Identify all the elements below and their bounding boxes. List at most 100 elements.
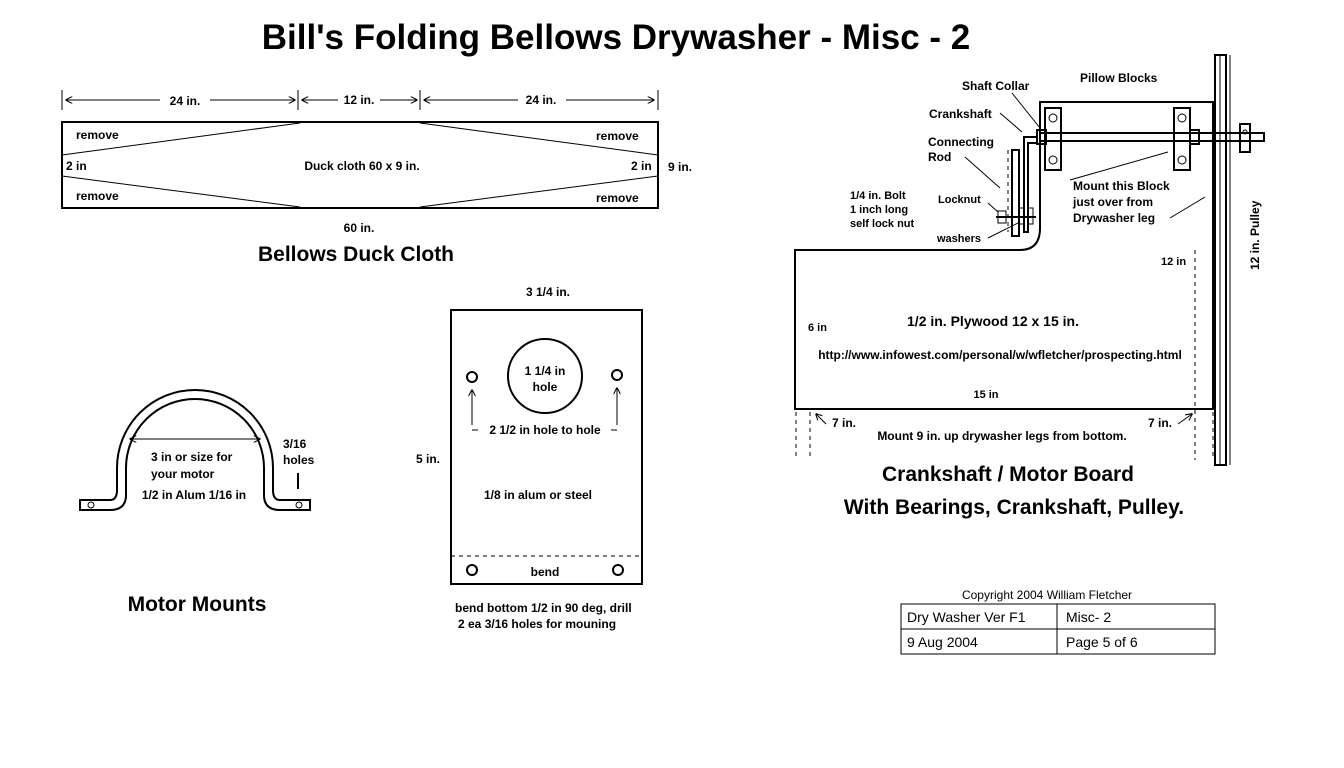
motor-board-outline: [794, 101, 1214, 410]
plate-note: 2 ea 3/16 holes for mouning: [458, 617, 616, 631]
page-title: Bill's Folding Bellows Drywasher - Misc …: [262, 18, 970, 57]
holes-label: holes: [283, 453, 315, 467]
dim-12in-label: 12 in: [1161, 256, 1186, 268]
remove-label: remove: [76, 189, 119, 203]
plate-width-label: 3 1/4 in.: [526, 285, 570, 299]
dim-left-label: 24 in.: [170, 94, 201, 108]
bellows-caption: Bellows Duck Cloth: [258, 243, 454, 266]
bellows-diagram: 24 in. 12 in. 24 in. remove remove remov…: [61, 90, 692, 266]
title-block: Copyright 2004 William Fletcher Dry Wash…: [900, 588, 1216, 655]
cloth-outline: [61, 121, 659, 209]
washers-label: washers: [936, 233, 981, 245]
remove-label: remove: [596, 191, 639, 205]
mount-strap: [79, 389, 311, 511]
mounting-plate-diagram: 3 1/4 in. 5 in. 1 1/4 in hole 2 1/2 in h…: [416, 285, 643, 631]
holes-label: 3/16: [283, 437, 307, 451]
date-cell: 9 Aug 2004: [907, 634, 978, 650]
sheet-name-cell: Misc- 2: [1066, 609, 1111, 625]
locknut-label: Locknut: [938, 194, 981, 206]
connecting-rod-label: Rod: [928, 150, 951, 164]
dim-7in-label: 7 in.: [1148, 416, 1172, 430]
pillow-bolt: [1048, 155, 1058, 165]
mount-hole: [295, 501, 303, 509]
cut-line: [61, 122, 301, 156]
hole-size-label: 1 1/4 in: [525, 364, 566, 378]
leader-line: [1069, 151, 1169, 181]
dim-arrow: [1177, 414, 1192, 425]
crank-caption: With Bearings, Crankshaft, Pulley.: [844, 496, 1184, 519]
mount-hole: [87, 501, 95, 509]
dim-7in-label: 7 in.: [832, 416, 856, 430]
pillow-block: [1173, 107, 1191, 171]
pillow-blocks-label: Pillow Blocks: [1080, 71, 1158, 85]
plate-height-label: 5 in.: [416, 452, 440, 466]
leader-line: [987, 221, 1021, 239]
leader-line: [987, 202, 999, 213]
hole-spacing-label: 2 1/2 in hole to hole: [489, 423, 601, 437]
remove-label: remove: [596, 129, 639, 143]
pillow-bolt: [1177, 113, 1187, 123]
crank-caption: Crankshaft / Motor Board: [882, 463, 1134, 486]
hole-size-label: hole: [533, 380, 558, 394]
shaft-collar-label: Shaft Collar: [962, 79, 1030, 93]
connecting-rod-label: Connecting: [928, 135, 994, 149]
cut-line: [419, 122, 659, 156]
mount-size-label: 3 in or size for: [151, 450, 233, 464]
remove-label: remove: [76, 128, 119, 142]
leader-line: [1011, 92, 1041, 129]
dim-mid-label: 12 in.: [344, 93, 375, 107]
leader-line: [964, 156, 1001, 189]
motor-mount-diagram: 3 in or size for your motor 1/2 in Alum …: [79, 389, 315, 616]
edge-2in-label: 2 in: [631, 159, 652, 173]
mount-block-label: just over from: [1072, 195, 1153, 209]
bolt-label: 1 inch long: [850, 204, 908, 216]
pillow-block: [1044, 107, 1062, 171]
bend-hole: [466, 564, 478, 576]
leader-line: [1169, 196, 1206, 219]
dim-arrow: [816, 414, 827, 425]
bolt-label: 1/4 in. Bolt: [850, 190, 906, 202]
pillow-bolt: [1048, 113, 1058, 123]
plate-outline: [450, 309, 643, 585]
edge-2in-label: 2 in: [66, 159, 87, 173]
mount-material-label: 1/2 in Alum 1/16 in: [142, 488, 246, 502]
dim-15in-label: 15 in: [973, 389, 998, 401]
bolt-label: self lock nut: [850, 218, 915, 230]
crankshaft-diagram: Shaft Collar Pillow Blocks Crankshaft Co…: [794, 54, 1265, 519]
shaft-collar: [1189, 129, 1200, 145]
page-number-cell: Page 5 of 6: [1066, 634, 1138, 650]
crankshaft-shaft: [1039, 132, 1265, 142]
motor-hole: [507, 338, 583, 414]
plywood-label: 1/2 in. Plywood 12 x 15 in.: [907, 313, 1079, 329]
mount-size-label: your motor: [151, 467, 215, 481]
copyright-label: Copyright 2004 William Fletcher: [962, 588, 1132, 602]
pulley-label: 12 in. Pulley: [1248, 200, 1262, 270]
dim-6in-label: 6 in: [808, 322, 827, 334]
width-label: 60 in.: [344, 221, 375, 235]
mount-block-label: Mount this Block: [1073, 179, 1170, 193]
url-label: http://www.infowest.com/personal/w/wflet…: [818, 348, 1182, 362]
cut-line: [61, 175, 301, 208]
bolt-hole: [466, 371, 478, 383]
connecting-rod: [1011, 149, 1020, 237]
crankshaft-label: Crankshaft: [929, 107, 992, 121]
bend-label: bend: [531, 565, 560, 579]
bolt-hole: [611, 369, 623, 381]
cut-line: [419, 175, 659, 208]
pulley-hub: [1239, 123, 1251, 153]
version-cell: Dry Washer Ver F1: [907, 609, 1026, 625]
mount-block-label: Drywasher leg: [1073, 211, 1155, 225]
plate-material-label: 1/8 in alum or steel: [484, 488, 592, 502]
height-label: 9 in.: [668, 160, 692, 174]
mount-note-label: Mount 9 in. up drywasher legs from botto…: [877, 429, 1126, 443]
dim-right-label: 24 in.: [526, 93, 557, 107]
cloth-center-label: Duck cloth 60 x 9 in.: [304, 159, 419, 173]
pulley-bolt: [1242, 129, 1248, 135]
crank-arm: [1023, 136, 1037, 233]
plate-note: bend bottom 1/2 in 90 deg, drill: [455, 601, 632, 615]
motor-mounts-caption: Motor Mounts: [128, 593, 267, 616]
bend-hole: [612, 564, 624, 576]
pillow-bolt: [1177, 155, 1187, 165]
leader-line: [999, 112, 1023, 133]
